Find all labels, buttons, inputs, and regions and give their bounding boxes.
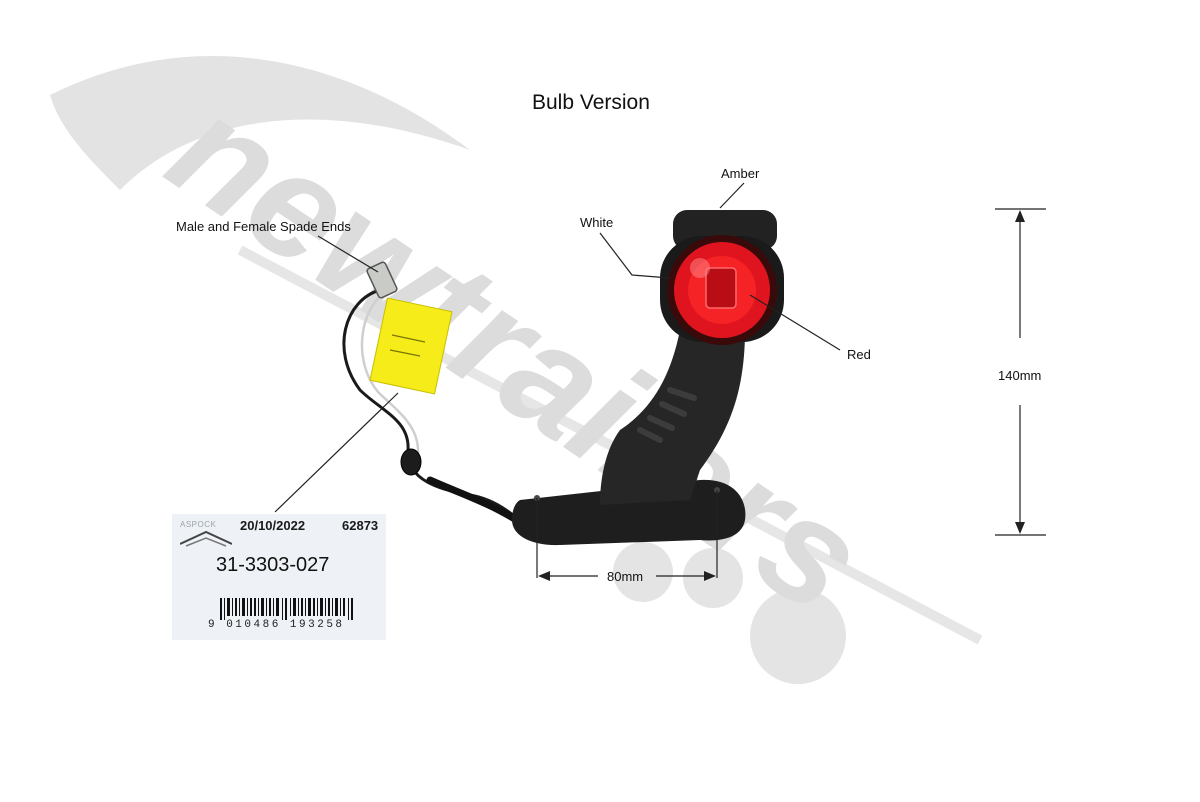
cable-white	[360, 290, 420, 457]
leader-red	[749, 294, 841, 351]
watermark-streak	[237, 245, 983, 645]
product-label: ASPOCK 20/10/2022 62873 31-3303-027	[172, 514, 386, 640]
yellow-tag	[369, 297, 453, 395]
callout-red: Red	[847, 347, 871, 362]
leader-lines	[274, 182, 841, 513]
callout-spade-ends: Male and Female Spade Ends	[176, 219, 351, 234]
dimension-width-label: 80mm	[607, 569, 644, 584]
lens-highlight	[690, 258, 710, 278]
callout-amber: Amber	[721, 166, 760, 181]
dim-width-arrow-left	[538, 571, 550, 581]
label-date: 20/10/2022	[240, 518, 306, 533]
dim-height-arrow-top	[1015, 210, 1025, 222]
light-arm	[600, 330, 745, 505]
aspock-logo-icon	[180, 530, 232, 547]
leader-amber	[719, 182, 745, 209]
leader-spade	[317, 235, 379, 273]
watermark-dot-3	[750, 588, 846, 684]
leader-white	[599, 232, 671, 279]
dimension-width	[536, 490, 718, 581]
grommet	[400, 448, 422, 476]
dimension-height	[995, 208, 1046, 536]
label-brand: ASPOCK	[180, 520, 217, 529]
dim-height-arrow-bottom	[1015, 522, 1025, 534]
label-code: 62873	[342, 518, 379, 533]
dimension-height-label: 140mm	[998, 368, 1042, 383]
label-barcode-digits: 9 010486 193258	[208, 619, 345, 631]
watermark-swoosh	[50, 56, 470, 190]
diagram-title: Bulb Version	[532, 91, 650, 114]
callout-white: White	[580, 215, 614, 230]
watermark-dot-2	[683, 548, 743, 608]
watermark-dot-1	[613, 542, 673, 602]
barcode	[220, 598, 353, 620]
light-arm-ribs	[637, 387, 697, 443]
label-part-number: 31-3303-027	[216, 554, 330, 576]
spade-connector	[366, 261, 398, 299]
dim-width-arrow-right	[704, 571, 716, 581]
marker-light	[512, 210, 784, 546]
bulb	[705, 267, 737, 309]
leader-label	[274, 392, 399, 513]
